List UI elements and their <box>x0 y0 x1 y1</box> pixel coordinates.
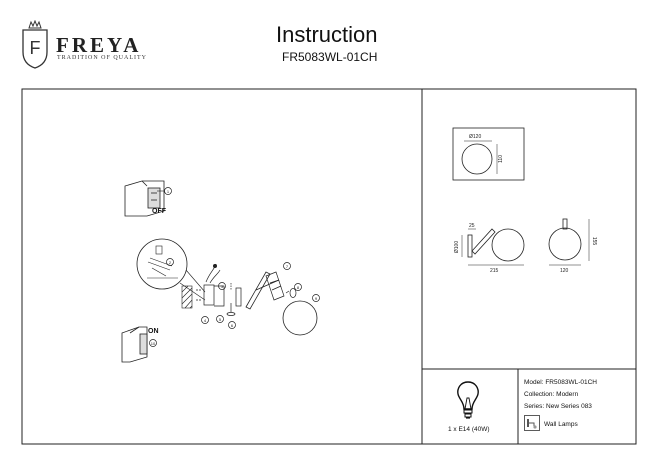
wire-terminal <box>213 264 217 268</box>
crest-letter: F <box>30 38 41 58</box>
step-number: 2 <box>169 260 172 265</box>
step-number: 10 <box>151 341 156 346</box>
step-marker <box>218 282 226 290</box>
step-number: 3 <box>221 284 224 289</box>
step-number: 5 <box>219 317 222 322</box>
small-bulb <box>285 288 297 298</box>
step-marker <box>164 187 172 195</box>
wall-lamp-icon <box>524 415 540 431</box>
mounting-bracket <box>196 263 225 307</box>
step-number: 9 <box>315 296 318 301</box>
step-marker <box>201 316 209 324</box>
step-number: 6 <box>231 323 234 328</box>
spec-model: Model: FR5083WL-01CH <box>524 379 597 386</box>
canopy-plate <box>226 283 242 316</box>
step-marker <box>216 315 224 323</box>
step-number: 7 <box>286 264 289 269</box>
dim-top-diameter: Ø120 <box>469 134 481 140</box>
top-view-globe <box>461 143 493 175</box>
off-label: OFF <box>152 208 167 215</box>
spec-category: Wall Lamps <box>544 421 578 428</box>
lamp-socket <box>265 271 285 301</box>
brand-tagline: TRADITION OF QUALITY <box>57 55 147 61</box>
on-label: ON <box>148 328 159 335</box>
step-marker <box>283 262 291 270</box>
dim-side-canopy: 25 <box>469 223 475 229</box>
switch-on-box <box>121 326 148 363</box>
spec-series: Series: New Series 083 <box>524 403 592 410</box>
model-number: FR5083WL-01CH <box>282 50 378 64</box>
step-marker <box>149 339 157 347</box>
glass-globe <box>282 300 318 336</box>
step-marker <box>312 294 320 302</box>
dim-front-height: 155 <box>591 237 597 246</box>
step-number: 1 <box>167 189 170 194</box>
page-title: Instruction <box>276 22 378 47</box>
brand-name: FREYA <box>56 33 142 57</box>
outer-frame <box>21 88 637 445</box>
detail-magnifier <box>136 238 188 290</box>
wall-hatch <box>181 285 193 309</box>
bulb-spec-label: 1 x E14 (40W) <box>448 426 490 433</box>
step-number: 4 <box>204 318 207 323</box>
light-bulb-icon <box>457 381 479 419</box>
dim-side-depth: 215 <box>490 268 499 274</box>
top-view-frame <box>452 127 525 181</box>
step-marker <box>294 283 302 291</box>
front-view <box>548 218 590 266</box>
switch-off-box <box>124 180 165 217</box>
step-marker <box>166 258 174 266</box>
step-number: 8 <box>297 285 300 290</box>
step-marker <box>228 321 236 329</box>
spec-collection: Collection: Modern <box>524 391 579 398</box>
dim-top-height: 110 <box>498 155 504 163</box>
brand-crest-icon: F <box>22 20 48 69</box>
lamp-arm <box>245 271 280 310</box>
dimension-drawings: Ø120 110 25 Ø100 215 155 120 <box>452 127 597 274</box>
side-view <box>461 228 525 266</box>
installation-diagram: 1 OFF 10 ON 2 3 4 5 <box>121 180 320 363</box>
detail-wires <box>147 245 178 279</box>
dim-side-canopy-diameter: Ø100 <box>454 241 460 253</box>
dim-front-width: 120 <box>560 268 569 274</box>
